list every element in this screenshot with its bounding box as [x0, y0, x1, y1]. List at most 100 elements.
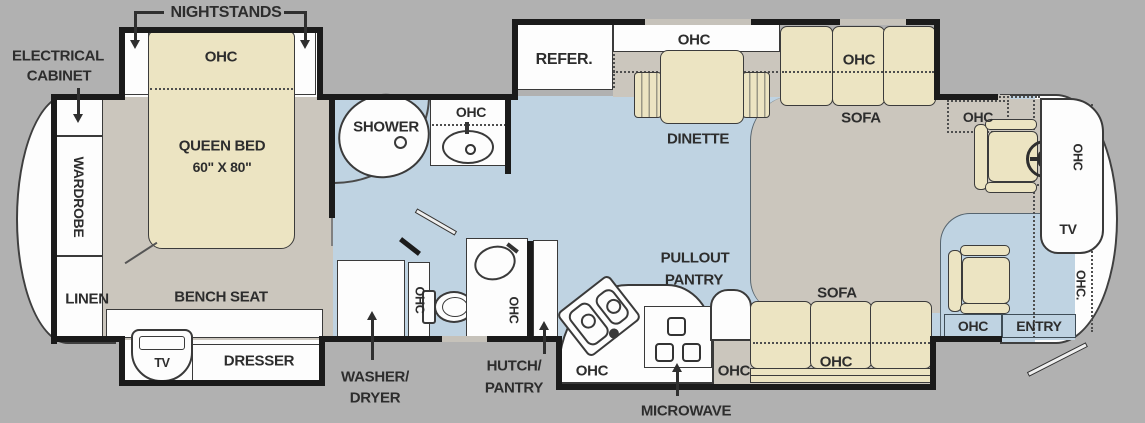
wardrobe-cabinet — [55, 136, 103, 256]
bench-seat-label: BENCH SEAT — [174, 288, 268, 306]
wall — [487, 336, 560, 342]
linen-label: LINEN — [65, 290, 109, 308]
washer-dryer-label: WASHER/ — [341, 368, 409, 386]
wall — [119, 27, 125, 100]
dinette-bench-right — [742, 72, 770, 118]
arrowhead-icon — [130, 40, 140, 49]
wall — [119, 27, 323, 33]
vanity-faucet-icon — [465, 122, 469, 134]
queen-bed-label: QUEEN BED — [178, 137, 266, 155]
callout-line — [371, 318, 374, 360]
window — [442, 336, 487, 342]
passenger-armrest — [960, 245, 1010, 256]
bed-slide-dash2 — [150, 88, 293, 90]
sofa-bottom-label: SOFA — [817, 284, 857, 302]
sofa-top — [780, 26, 936, 106]
dash-tv-cabinet — [1040, 98, 1104, 254]
sofa-top-dash — [782, 71, 934, 73]
cockpit-ohc-label: OHC — [962, 109, 994, 125]
burner-icon — [667, 317, 686, 336]
wall — [527, 241, 533, 340]
arrowhead-icon — [367, 311, 377, 320]
pullout-pantry-cabinet — [710, 289, 752, 341]
burner-icon — [655, 343, 674, 362]
passenger-armrest — [960, 303, 1010, 314]
hutch-pantry-label: HUTCH/ — [486, 357, 542, 375]
wall — [51, 94, 125, 100]
range-stove — [644, 306, 712, 368]
wall — [505, 94, 511, 174]
wall — [119, 380, 325, 386]
callout-line — [134, 11, 137, 41]
dresser — [192, 344, 320, 382]
wall — [317, 27, 323, 100]
passenger-cushion — [962, 257, 1010, 304]
tv-icon — [139, 336, 185, 350]
wall — [934, 19, 940, 100]
queen-bed — [148, 31, 295, 249]
wall — [938, 94, 998, 100]
toilet-seat-icon — [442, 297, 468, 317]
toilet-ohc-label: OHC — [412, 286, 427, 314]
arrowhead-icon — [73, 114, 83, 123]
shower-label: SHOWER — [353, 118, 419, 136]
entry-side-ohc-label: OHC. — [1073, 269, 1088, 301]
bed-ohc-label: OHC — [204, 48, 238, 66]
wall — [930, 336, 1002, 342]
dresser-label: DRESSER — [223, 352, 295, 370]
callout-line — [676, 370, 679, 396]
driver-armrest — [985, 119, 1037, 130]
refrigerator-label: REFER. — [535, 51, 593, 68]
lav-ohc-label: OHC — [506, 296, 521, 324]
washer-dryer-label: DRYER — [349, 389, 401, 407]
sofa-cushion — [750, 301, 812, 369]
wall — [319, 336, 325, 386]
sofa-cushion — [831, 26, 885, 106]
arrowhead-icon — [539, 321, 549, 330]
sofa-bottom-ohc-label: OHC — [819, 353, 853, 371]
living-slide-dash — [613, 71, 933, 73]
electrical-cabinet-label: CABINET — [26, 67, 92, 85]
driver-seat — [974, 124, 988, 190]
shower-drain-icon — [394, 136, 407, 149]
wall — [556, 384, 936, 390]
callout-line — [304, 11, 307, 41]
callout-line — [543, 328, 546, 354]
cap-wall-dash — [996, 96, 1040, 98]
sofa-cushion — [883, 26, 936, 106]
dinette-ohc-label: OHC — [677, 31, 711, 49]
pocket-door — [331, 218, 333, 246]
vanity-dash2 — [432, 124, 506, 126]
wall — [318, 94, 518, 100]
nightstands-label: NIGHTSTANDS — [170, 4, 282, 21]
nightstand-right — [291, 31, 316, 95]
sofa-base — [750, 375, 932, 383]
dinette-bench-left — [634, 72, 662, 118]
wall — [323, 336, 442, 342]
range-ohc-label: OHC — [717, 362, 751, 380]
refer-dash — [613, 26, 615, 88]
wall — [930, 336, 936, 390]
dinette-label: DINETTE — [666, 130, 730, 148]
wall — [119, 336, 125, 386]
entry-ohc-label: OHC — [957, 318, 989, 334]
wardrobe-label: WARDROBE — [71, 156, 87, 238]
tv-front-label: TV — [1059, 221, 1077, 237]
window — [645, 19, 751, 25]
vanity-ohc-label: OHC — [455, 104, 487, 120]
cab-divider-dash — [1033, 100, 1035, 338]
burner-icon — [682, 343, 701, 362]
wall — [512, 19, 518, 100]
sofa-cushion — [780, 26, 833, 106]
wall — [51, 336, 125, 342]
callout-line — [136, 11, 164, 14]
entry-label: ENTRY — [1016, 318, 1062, 334]
sofa-top-label: SOFA — [841, 109, 881, 127]
entry-door — [1026, 342, 1088, 377]
sofa-bottom-dash — [753, 342, 930, 344]
callout-line — [284, 11, 307, 14]
microwave-label: MICROWAVE — [640, 402, 732, 420]
pullout-pantry-label: PANTRY — [664, 271, 724, 289]
arrowhead-icon — [300, 40, 310, 49]
